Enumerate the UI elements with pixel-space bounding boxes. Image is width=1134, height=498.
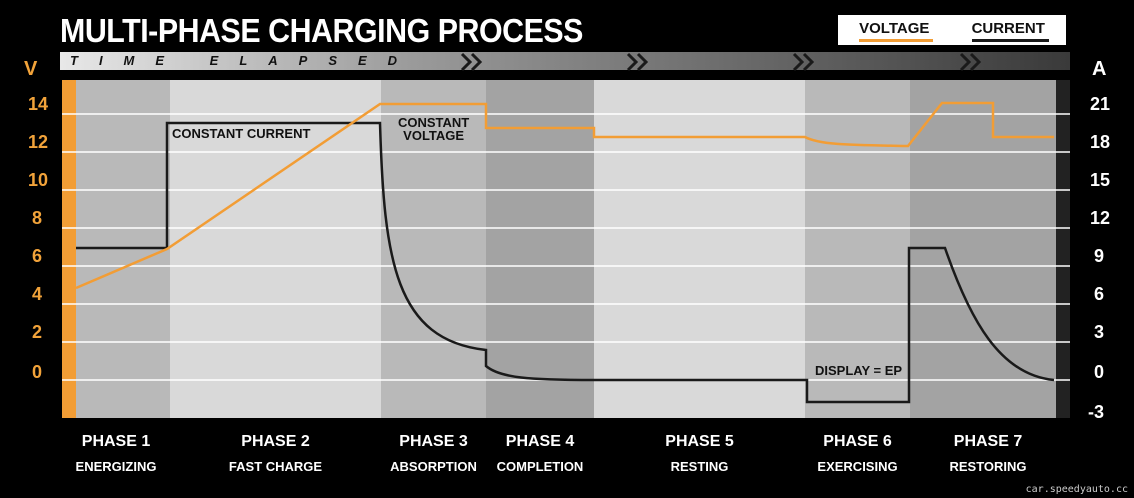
time-elapsed-banner xyxy=(60,52,1070,70)
chart-title: MULTI-PHASE CHARGING PROCESS xyxy=(60,12,583,49)
left-axis-unit: V xyxy=(24,58,38,80)
time-elapsed-label: TIME ELAPSED xyxy=(70,53,419,68)
annotation-constant-voltage: CONSTANT VOLTAGE xyxy=(398,116,469,142)
annotation-line: VOLTAGE xyxy=(403,128,465,143)
left-tick: 6 xyxy=(32,246,43,266)
arrow-icons xyxy=(460,52,982,72)
left-tick: 12 xyxy=(28,132,49,152)
gridlines xyxy=(62,113,1070,381)
left-tick: 2 xyxy=(32,322,43,342)
annotation-constant-current: CONSTANT CURRENT xyxy=(172,126,311,141)
current-axis-bar xyxy=(1056,80,1070,418)
annotation-display-ep: DISPLAY = EP xyxy=(815,363,903,378)
right-tick: 0 xyxy=(1094,362,1105,382)
legend-current: CURRENT xyxy=(971,20,1049,42)
voltage-line xyxy=(75,101,1054,290)
right-tick: 15 xyxy=(1090,170,1111,190)
annotation-line: CONSTANT xyxy=(398,115,470,130)
current-swatch xyxy=(971,38,1049,42)
left-tick: 14 xyxy=(28,94,49,114)
right-tick: 12 xyxy=(1090,208,1111,228)
right-axis-unit: A xyxy=(1092,58,1107,80)
voltage-swatch xyxy=(859,38,934,42)
current-line xyxy=(76,121,1055,404)
left-tick: 8 xyxy=(32,208,43,228)
right-tick: 9 xyxy=(1094,246,1105,266)
legend: VOLTAGE CURRENT xyxy=(838,15,1066,45)
right-tick: 3 xyxy=(1094,322,1105,342)
legend-voltage: VOLTAGE xyxy=(859,20,934,42)
left-tick: 0 xyxy=(32,362,43,382)
right-tick: -3 xyxy=(1088,402,1105,422)
right-tick: 21 xyxy=(1090,94,1111,114)
right-tick: 18 xyxy=(1090,132,1111,152)
left-tick: 10 xyxy=(28,170,49,190)
right-tick: 6 xyxy=(1094,284,1105,304)
left-tick: 4 xyxy=(32,284,43,304)
voltage-axis-bar xyxy=(62,80,76,418)
watermark: car.speedyauto.cc xyxy=(1025,484,1128,495)
